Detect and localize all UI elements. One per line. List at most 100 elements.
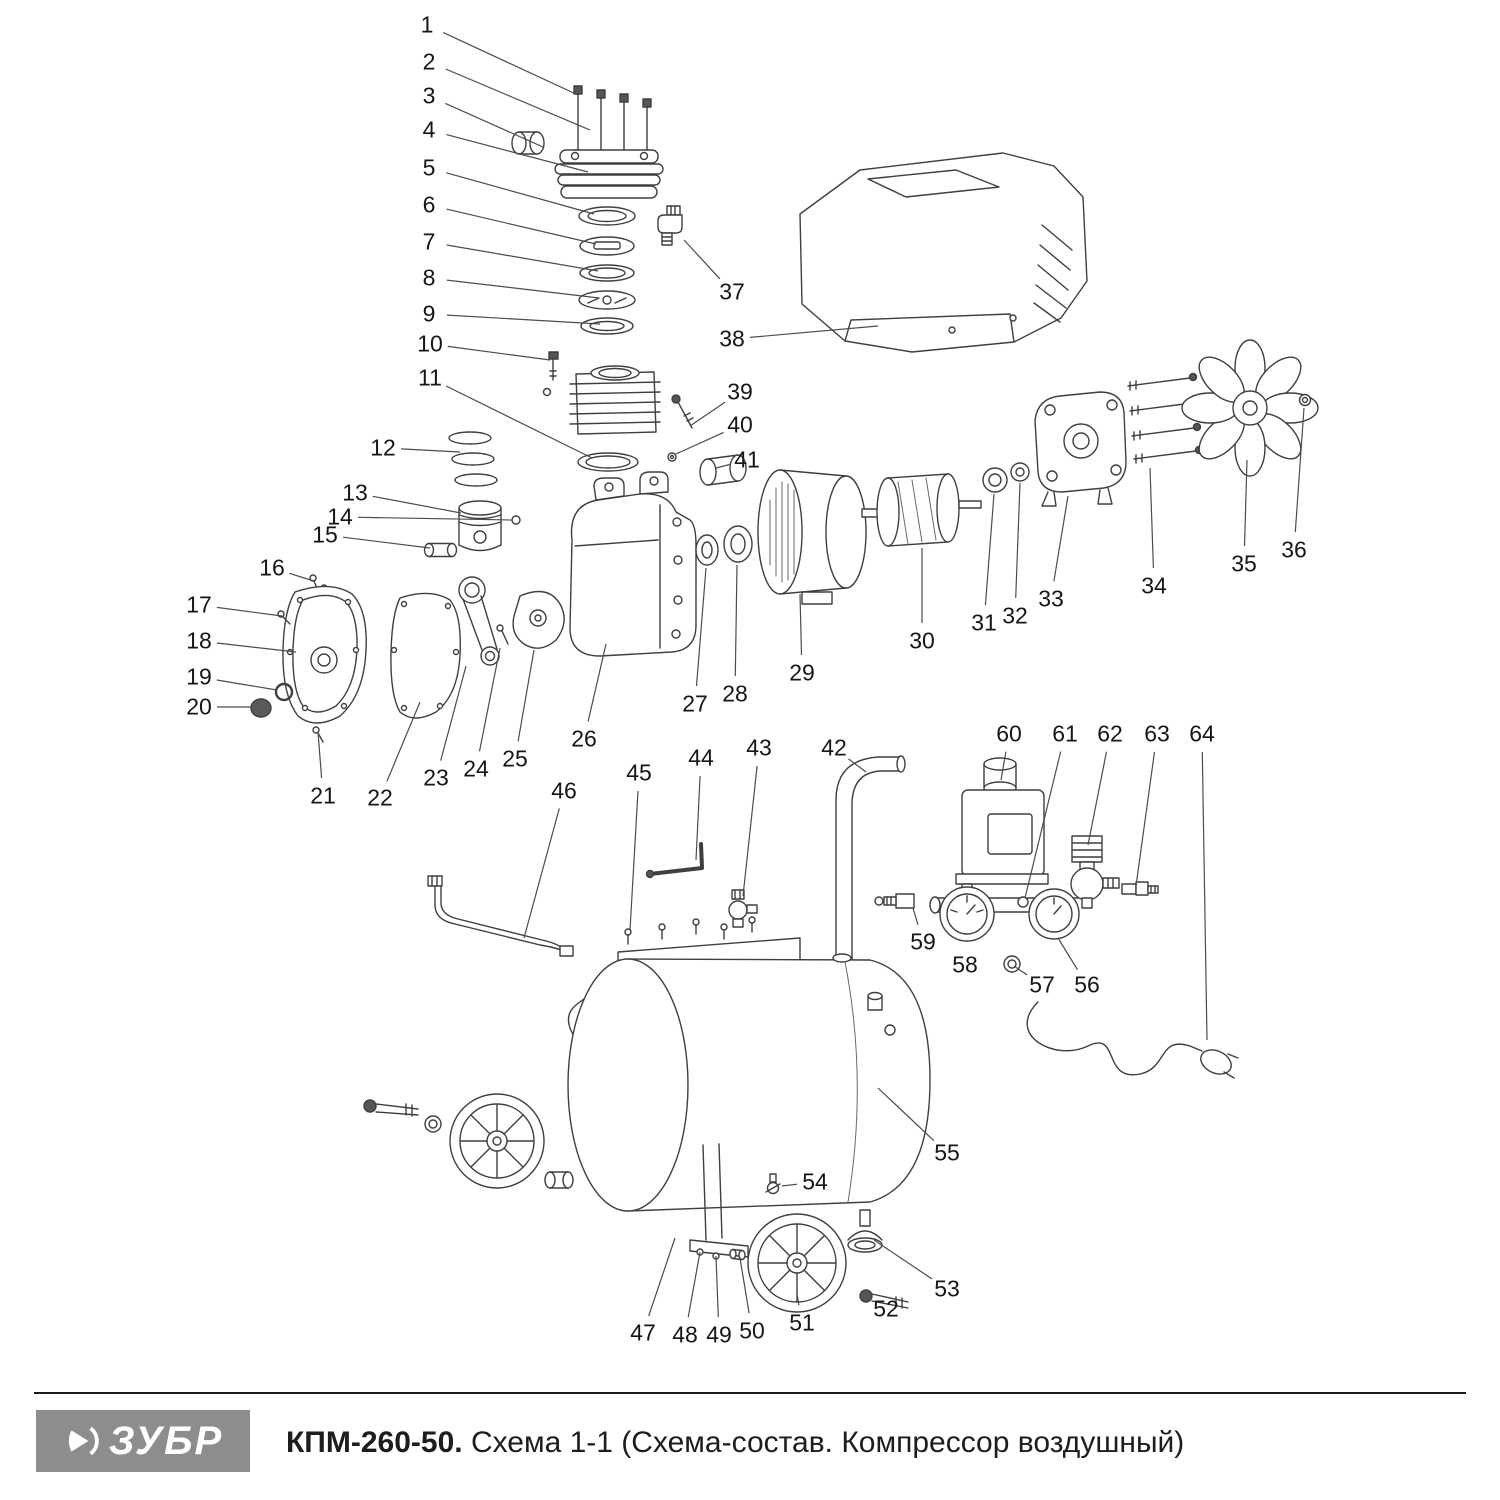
right-axle-bolt <box>859 1289 909 1309</box>
leader-line-32 <box>1015 482 1021 599</box>
part-label-28: 28 <box>722 680 748 707</box>
part-label-25: 25 <box>502 745 528 772</box>
leader-line-59 <box>912 907 919 925</box>
part-label-22: 22 <box>367 784 393 811</box>
leader-line-35 <box>1243 459 1248 547</box>
leader-line-42 <box>848 758 867 773</box>
part-label-15: 15 <box>312 521 338 548</box>
part-label-11: 11 <box>418 364 442 391</box>
part-label-20: 20 <box>186 693 212 720</box>
elbow-fitting <box>657 205 683 246</box>
part-label-60: 60 <box>996 720 1022 747</box>
part-label-40: 40 <box>727 411 753 438</box>
part-label-10: 10 <box>417 330 443 357</box>
part-label-14: 14 <box>327 503 353 530</box>
part-label-26: 26 <box>571 725 597 752</box>
leader-line-12 <box>400 448 461 453</box>
rod-bolt <box>496 624 509 645</box>
part-label-58: 58 <box>952 951 978 978</box>
leader-line-46 <box>523 808 560 939</box>
leader-line-61 <box>1024 751 1062 899</box>
part-label-8: 8 <box>422 264 436 291</box>
leader-line-31 <box>984 493 995 606</box>
leader-line-23 <box>440 665 467 761</box>
brand-name: ЗУБР <box>108 1419 224 1463</box>
leader-line-38 <box>749 325 879 338</box>
gasket-stack <box>578 206 636 335</box>
part-label-39: 39 <box>727 378 753 405</box>
leader-line-15 <box>342 536 431 549</box>
part-label-36: 36 <box>1281 536 1307 563</box>
screw-21 <box>312 726 324 743</box>
leader-line-3 <box>445 102 544 148</box>
head-screw <box>542 351 559 397</box>
right-wheel <box>747 1213 847 1313</box>
piston-rings <box>448 431 498 487</box>
piston <box>458 500 502 552</box>
part-label-45: 45 <box>626 759 652 786</box>
pressure-switch <box>955 757 1049 885</box>
leader-line-16 <box>289 572 315 582</box>
screw-17 <box>277 610 291 625</box>
leader-line-45 <box>629 790 639 931</box>
part-label-17: 17 <box>186 591 212 618</box>
o-ring <box>274 682 294 702</box>
part-label-35: 35 <box>1231 550 1257 577</box>
leader-line-36 <box>1294 407 1305 533</box>
part-label-12: 12 <box>370 434 396 461</box>
part-label-19: 19 <box>186 663 212 690</box>
part-label-2: 2 <box>422 48 436 75</box>
leader-line-24 <box>478 647 501 752</box>
part-label-37: 37 <box>719 278 745 305</box>
pump-housing <box>569 471 697 657</box>
cylinder-block <box>569 365 661 472</box>
leader-line-64 <box>1201 751 1208 1041</box>
schema-title: КПМ-260-50. Схема 1-1 (Схема-состав. Ком… <box>286 1426 1184 1460</box>
leader-line-2 <box>445 68 591 131</box>
leader-line-40 <box>675 431 724 455</box>
leader-line-4 <box>446 134 589 173</box>
leader-line-22 <box>386 701 421 782</box>
leader-line-18 <box>216 642 297 653</box>
leader-line-21 <box>317 731 323 779</box>
part-label-4: 4 <box>422 116 436 143</box>
part-label-27: 27 <box>682 690 708 717</box>
leader-line-9 <box>446 314 601 325</box>
leader-lines <box>216 32 1305 1318</box>
part-label-43: 43 <box>746 734 772 761</box>
motor-bolts <box>1127 372 1204 464</box>
leader-line-28 <box>734 564 738 677</box>
part-label-21: 21 <box>310 782 336 809</box>
part-label-56: 56 <box>1074 971 1100 998</box>
leader-line-63 <box>1135 751 1156 887</box>
leader-line-54 <box>781 1183 798 1187</box>
leader-line-50 <box>739 1257 750 1314</box>
gauge-small <box>1028 888 1080 940</box>
counterweight <box>512 590 565 649</box>
tee-fitting <box>728 889 758 928</box>
cylinder-head <box>554 149 664 199</box>
handle <box>835 755 906 963</box>
leader-line-39 <box>689 401 726 427</box>
part-label-1: 1 <box>420 11 434 38</box>
piston-pin <box>423 542 458 558</box>
leader-line-49 <box>715 1255 719 1318</box>
leader-line-57 <box>1013 965 1028 976</box>
part-label-52: 52 <box>873 1295 899 1322</box>
tank <box>567 953 931 1212</box>
part-label-7: 7 <box>422 228 436 255</box>
nut-40 <box>667 452 677 462</box>
fan-nut <box>1298 393 1312 407</box>
part-label-38: 38 <box>719 325 745 352</box>
leader-line-53 <box>873 1239 933 1280</box>
part-label-62: 62 <box>1097 720 1123 747</box>
lock-nut <box>1003 955 1021 973</box>
shaft-washers <box>695 525 753 566</box>
part-label-47: 47 <box>630 1319 656 1346</box>
bolt-39 <box>671 394 694 429</box>
leader-line-5 <box>446 172 595 215</box>
part-label-31: 31 <box>971 609 997 636</box>
leader-line-33 <box>1053 495 1069 582</box>
part-label-6: 6 <box>422 191 436 218</box>
